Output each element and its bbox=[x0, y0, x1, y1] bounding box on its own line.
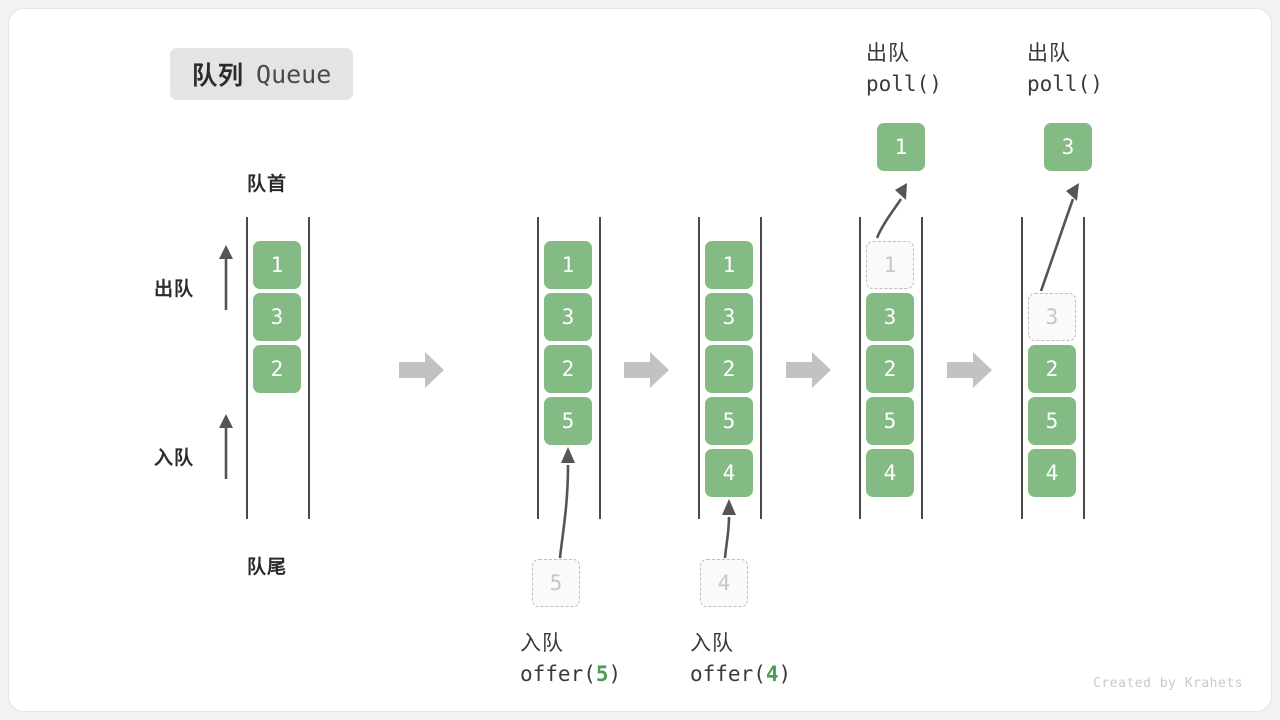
outgoing-cell: 1 bbox=[877, 123, 925, 171]
queue-cell: 3 bbox=[705, 293, 753, 341]
queue-cell: 3 bbox=[866, 293, 914, 341]
caption-fn: offer( bbox=[520, 662, 596, 687]
operation-caption: 入队 offer(5) bbox=[520, 629, 621, 690]
incoming-ghost-cell: 5 bbox=[532, 559, 580, 607]
step-arrow-icon bbox=[624, 351, 670, 389]
caption-fn: poll() bbox=[1027, 72, 1103, 97]
title-cn: 队列 bbox=[192, 62, 245, 90]
diagram-card: 队列 Queue 队首 队尾 出队 入队 1 3 2 1 3 bbox=[8, 8, 1272, 712]
credit-text: Created by Krahets bbox=[1093, 676, 1243, 691]
queue-cell: 4 bbox=[1028, 449, 1076, 497]
enqueue-curved-arrow-icon bbox=[544, 441, 594, 559]
caption-fn: offer( bbox=[690, 662, 766, 687]
caption-arg: 4 bbox=[765, 662, 779, 687]
queue-cell: 5 bbox=[1028, 397, 1076, 445]
operation-caption: 出队 poll() bbox=[866, 39, 942, 100]
enqueue-curved-arrow-icon bbox=[712, 493, 752, 559]
caption-cn: 出队 bbox=[1027, 42, 1071, 65]
queue-rear-label: 队尾 bbox=[247, 557, 288, 578]
dequeue-curved-arrow-icon bbox=[1031, 177, 1091, 292]
rail-right bbox=[760, 217, 762, 519]
rail-left bbox=[1021, 217, 1023, 519]
step-arrow-icon bbox=[786, 351, 832, 389]
caption-fn-end: ) bbox=[608, 662, 622, 687]
rail-right bbox=[599, 217, 601, 519]
rail-right bbox=[921, 217, 923, 519]
caption-code: poll() bbox=[1027, 69, 1103, 99]
caption-cn: 入队 bbox=[690, 632, 734, 655]
incoming-ghost-cell: 4 bbox=[700, 559, 748, 607]
removed-ghost-cell: 3 bbox=[1028, 293, 1076, 341]
caption-fn-end: ) bbox=[778, 662, 792, 687]
dequeue-curved-arrow-icon bbox=[869, 177, 919, 239]
rail-left bbox=[859, 217, 861, 519]
caption-arg: 5 bbox=[595, 662, 609, 687]
queue-cell: 2 bbox=[1028, 345, 1076, 393]
queue-cell: 2 bbox=[544, 345, 592, 393]
step-arrow-icon bbox=[947, 351, 993, 389]
step-arrow-icon bbox=[399, 351, 445, 389]
dequeue-direction-label: 出队 bbox=[154, 279, 195, 300]
enqueue-direction-label: 入队 bbox=[154, 448, 195, 469]
queue-cell: 2 bbox=[253, 345, 301, 393]
queue-cell-new: 4 bbox=[705, 449, 753, 497]
rail-left bbox=[246, 217, 248, 519]
queue-cell: 1 bbox=[705, 241, 753, 289]
operation-caption: 入队 offer(4) bbox=[690, 629, 791, 690]
enqueue-up-arrow-icon bbox=[215, 413, 237, 479]
caption-code: offer(4) bbox=[690, 659, 791, 689]
queue-cell: 3 bbox=[544, 293, 592, 341]
caption-cn: 出队 bbox=[866, 42, 910, 65]
dequeue-up-arrow-icon bbox=[215, 244, 237, 310]
caption-fn: poll() bbox=[866, 72, 942, 97]
queue-cell: 5 bbox=[705, 397, 753, 445]
rail-left bbox=[537, 217, 539, 519]
outgoing-cell: 3 bbox=[1044, 123, 1092, 171]
queue-cell: 2 bbox=[866, 345, 914, 393]
caption-code: poll() bbox=[866, 69, 942, 99]
caption-cn: 入队 bbox=[520, 632, 564, 655]
rail-left bbox=[698, 217, 700, 519]
queue-front-label: 队首 bbox=[247, 174, 288, 195]
queue-cell: 1 bbox=[544, 241, 592, 289]
caption-code: offer(5) bbox=[520, 659, 621, 689]
operation-caption: 出队 poll() bbox=[1027, 39, 1103, 100]
rail-right bbox=[1083, 217, 1085, 519]
title-en: Queue bbox=[256, 59, 332, 89]
title-badge: 队列 Queue bbox=[170, 48, 354, 100]
removed-ghost-cell: 1 bbox=[866, 241, 914, 289]
queue-cell: 1 bbox=[253, 241, 301, 289]
queue-cell: 5 bbox=[866, 397, 914, 445]
queue-cell-new: 5 bbox=[544, 397, 592, 445]
queue-cell: 3 bbox=[253, 293, 301, 341]
rail-right bbox=[308, 217, 310, 519]
queue-cell: 2 bbox=[705, 345, 753, 393]
queue-cell: 4 bbox=[866, 449, 914, 497]
